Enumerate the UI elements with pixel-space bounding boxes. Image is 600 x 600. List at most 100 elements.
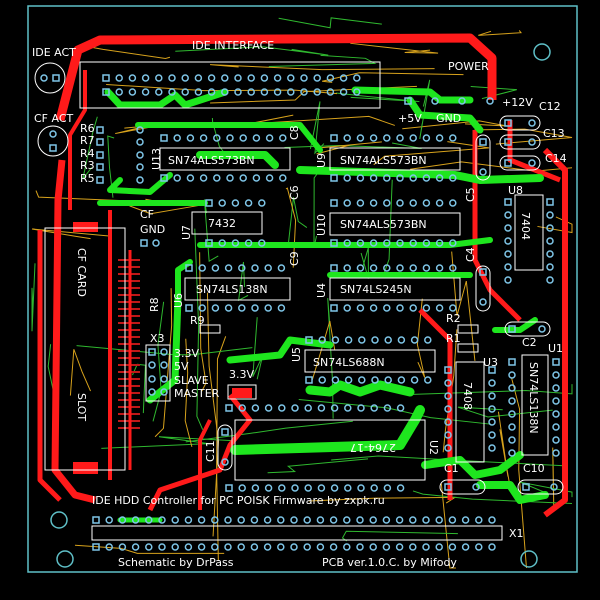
u10-label: U10 (315, 214, 328, 236)
signal-trace (76, 345, 253, 356)
ic-pin-pad (444, 418, 452, 426)
signal-trace (107, 135, 115, 198)
ic-pin-pad (396, 174, 404, 182)
signal-trace (210, 64, 435, 71)
ic-pin-pad (488, 366, 496, 374)
ic-pin-pad (211, 264, 220, 272)
signal-trace (409, 384, 573, 395)
ide-connector-pad (102, 74, 110, 82)
ic-pin-pad (383, 199, 391, 207)
ic-pin-pad (383, 304, 391, 312)
ide-connector-pad (300, 74, 308, 82)
ic-pin-pad (396, 304, 404, 312)
ide-connector-pad (234, 74, 242, 82)
resistor-r2-outline (457, 324, 479, 334)
jumper-pad (148, 375, 156, 383)
signal-trace (248, 114, 395, 126)
ic-pin-pad (396, 404, 405, 412)
ic-pin-pad (504, 263, 512, 271)
signal-trace (74, 544, 225, 554)
signal-trace (211, 117, 227, 156)
ic-pin-pad (369, 264, 378, 272)
cf-card-label: CF CARD (75, 248, 88, 297)
ide-connector-pad (353, 74, 361, 82)
signal-trace (82, 45, 171, 59)
ic-pin-pad (244, 239, 253, 247)
ic-pin-pad (449, 134, 457, 142)
signal-trace (31, 263, 36, 332)
ide-connector-pad (115, 74, 123, 82)
x1-edge-pad (105, 543, 113, 551)
ic-pin-pad (330, 404, 339, 412)
u1-outline (521, 354, 549, 456)
ic-pin-pad (218, 239, 226, 247)
ide-connector-pad (207, 88, 216, 96)
signal-trace (410, 161, 573, 172)
x1-edge-pad (422, 543, 430, 551)
x1-edge-pad (211, 543, 219, 551)
ic-pin-pad (504, 250, 512, 258)
resistor-r9-outline (199, 324, 221, 334)
ic-pin-pad (508, 358, 516, 366)
x1-edge-pad (409, 516, 417, 524)
ic-pin-pad (546, 237, 554, 245)
ic-pin-pad (552, 423, 560, 431)
ic-pin-pad (160, 134, 168, 142)
ic-pin-pad (185, 264, 193, 272)
ic-pin-pad (205, 239, 213, 247)
x1-edge-pad (382, 516, 391, 524)
ide-connector-pad (128, 74, 137, 82)
ic-pin-pad (358, 336, 366, 344)
ic-pin-pad (409, 134, 417, 142)
x1-edge-pad (92, 516, 100, 524)
trace-green-f (351, 86, 474, 104)
signal-trace (154, 288, 173, 438)
cf-act-label: CF ACT (34, 112, 74, 125)
jumper-pad (160, 348, 168, 356)
ic-pin-pad (304, 404, 312, 412)
ic-pin-pad (198, 304, 206, 312)
signal-trace (267, 458, 369, 474)
gnd-label: GND (436, 112, 461, 125)
x1-edge-pad (316, 543, 325, 551)
ide-connector-pad (339, 74, 348, 82)
ic-pin-pad (356, 304, 365, 312)
c10-label: C10 (523, 462, 545, 475)
x1-edge-pad (369, 543, 377, 551)
ic-pin-pad (291, 484, 299, 492)
ic-pin-pad (383, 134, 391, 142)
signal-trace (132, 363, 146, 414)
x1-edge-pad (356, 543, 364, 551)
ide-connector-pad (247, 88, 255, 96)
ic-pin-pad (444, 431, 452, 439)
power-trace-left (51, 159, 96, 504)
x3-master-label: MASTER (174, 387, 220, 400)
ic-pin-pad (264, 304, 272, 312)
ic-pin-pad (213, 174, 221, 182)
ic-pin-pad (199, 134, 208, 142)
ic-pin-pad (444, 405, 452, 413)
trace-green-p (421, 451, 524, 479)
ic-pin-pad (370, 484, 378, 492)
resistor-pad (136, 176, 144, 184)
ic-pin-pad (488, 418, 496, 426)
trace-green-r (492, 317, 538, 333)
ic-pin-pad (384, 336, 392, 344)
regulator-33v-label: 3.3V (229, 368, 254, 381)
x1-edge-pad (92, 543, 100, 551)
ic-pin-pad (330, 174, 338, 182)
ic-pin-pad (409, 304, 417, 312)
cap-c13-outline (499, 134, 541, 150)
ic-pin-pad (238, 484, 246, 492)
mounting-holes (50, 43, 551, 568)
u13-part-label: SN74ALS573BN (168, 154, 255, 167)
u9-part-label: SN74ALS573BN (340, 154, 427, 167)
ic-pin-pad (444, 366, 452, 374)
trace-green-h (296, 166, 544, 184)
signal-trace (350, 42, 439, 54)
ic-pin-pad (343, 174, 351, 182)
capacitor-pad (528, 159, 536, 167)
ic-pin-pad (449, 239, 457, 247)
r7-label: R7 (80, 134, 95, 147)
